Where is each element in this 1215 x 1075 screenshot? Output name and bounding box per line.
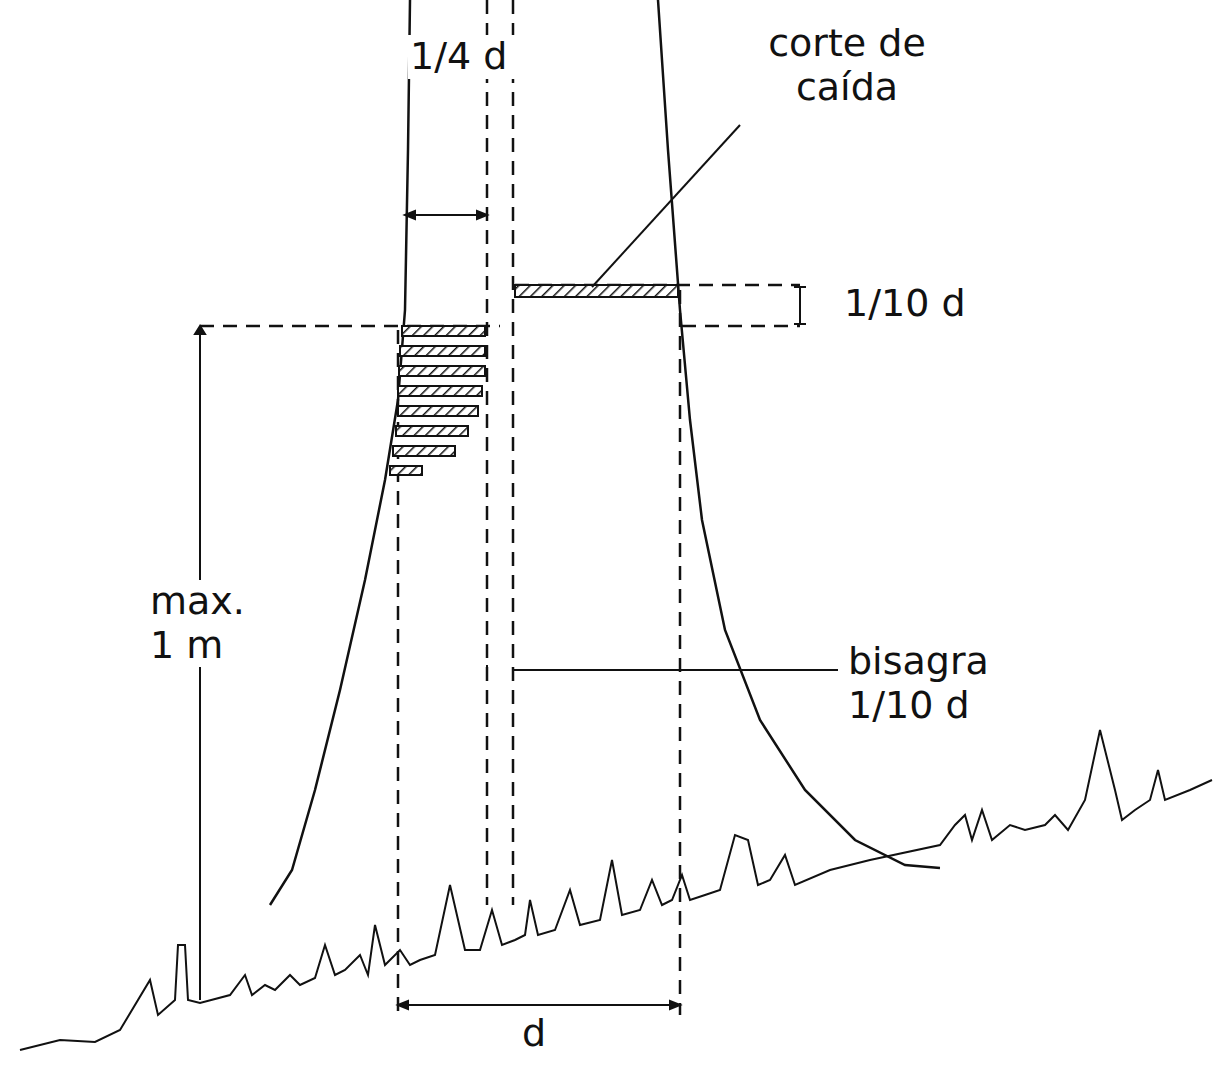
ground-line <box>20 730 1212 1050</box>
dashed-guides <box>200 0 800 1015</box>
dimension-lines <box>195 125 838 1009</box>
callout-label: corte de caída <box>730 22 964 109</box>
felling-cut <box>515 285 678 297</box>
notch-hatching <box>390 326 485 475</box>
trunk-outline <box>270 0 940 905</box>
callout-label: bisagra 1/10 d <box>846 640 1060 727</box>
dimension-label: max. 1 m <box>148 580 262 667</box>
trunk-right-edge <box>658 0 940 868</box>
dimension-label: 1/10 d <box>842 282 1026 326</box>
dimension-label: d <box>520 1012 584 1056</box>
dimension-label: 1/4 d <box>408 35 552 79</box>
trunk-left-edge <box>270 0 410 905</box>
